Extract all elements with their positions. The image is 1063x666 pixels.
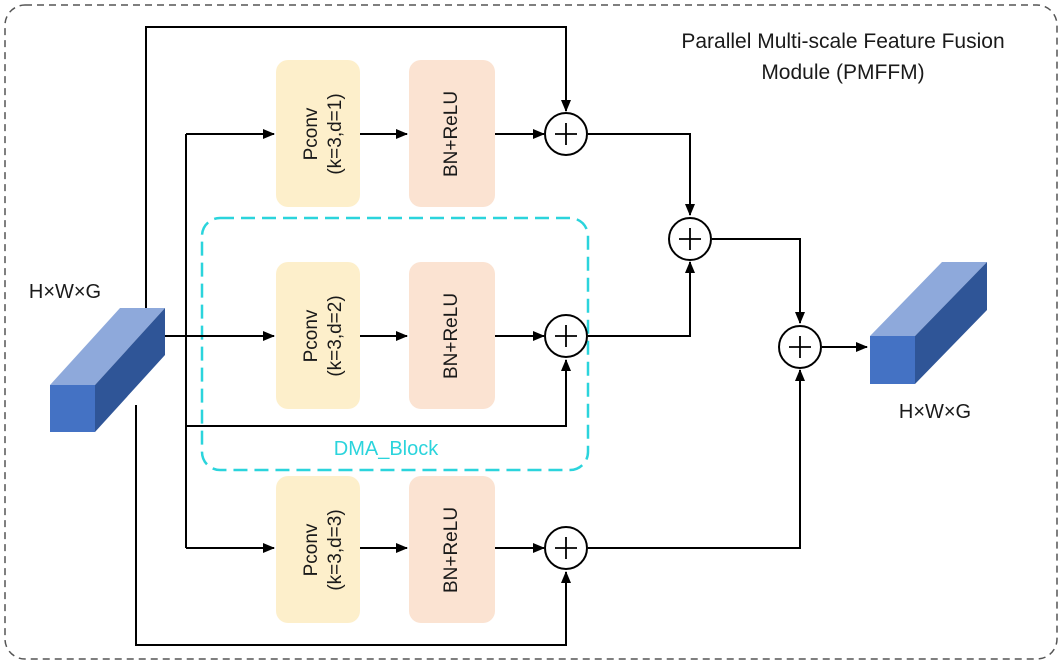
sum-node-3 — [544, 526, 588, 570]
sum-node-2 — [544, 314, 588, 358]
pconv-box-1 — [276, 60, 360, 207]
pconv-box-2 — [276, 262, 360, 409]
skip-line-bottom — [135, 405, 571, 646]
pconv-label-2-line2: (k=3,d=2) — [325, 295, 346, 376]
pconv-box-3 — [276, 476, 360, 623]
pconv-label-3-line2: (k=3,d=3) — [325, 509, 346, 590]
bn-relu-label-3: BN+ReLU — [441, 507, 462, 593]
bn-relu-label-1: BN+ReLU — [441, 91, 462, 177]
connectors — [135, 26, 868, 646]
bn-relu-label-2: BN+ReLU — [441, 293, 462, 379]
bn-relu-box-2 — [409, 262, 495, 409]
pconv-label-3-line1: Pconv — [301, 523, 322, 576]
dma-block-border — [200, 216, 590, 472]
module-title-line2: Module (PMFFM) — [761, 61, 924, 84]
sum-node-4 — [668, 217, 712, 261]
bn-relu-box-3 — [409, 476, 495, 623]
sum-node-1 — [544, 112, 588, 156]
dma-block-label: DMA_Block — [334, 438, 439, 460]
skip-line-top — [145, 26, 571, 308]
sum-node-5 — [778, 325, 822, 369]
pconv-label-1-line2: (k=3,d=1) — [325, 93, 346, 174]
pconv-label-2-line1: Pconv — [301, 309, 322, 362]
input-feature-cube — [50, 308, 165, 432]
input-size-label: H×W×G — [29, 281, 101, 303]
output-size-label: H×W×G — [899, 401, 971, 423]
output-feature-cube — [870, 262, 987, 384]
module-border — [4, 4, 1058, 660]
bn-relu-box-1 — [409, 60, 495, 207]
skip-line-dma — [186, 359, 571, 427]
pconv-label-1-line1: Pconv — [301, 107, 322, 160]
module-title-line1: Parallel Multi-scale Feature Fusion — [681, 30, 1004, 53]
